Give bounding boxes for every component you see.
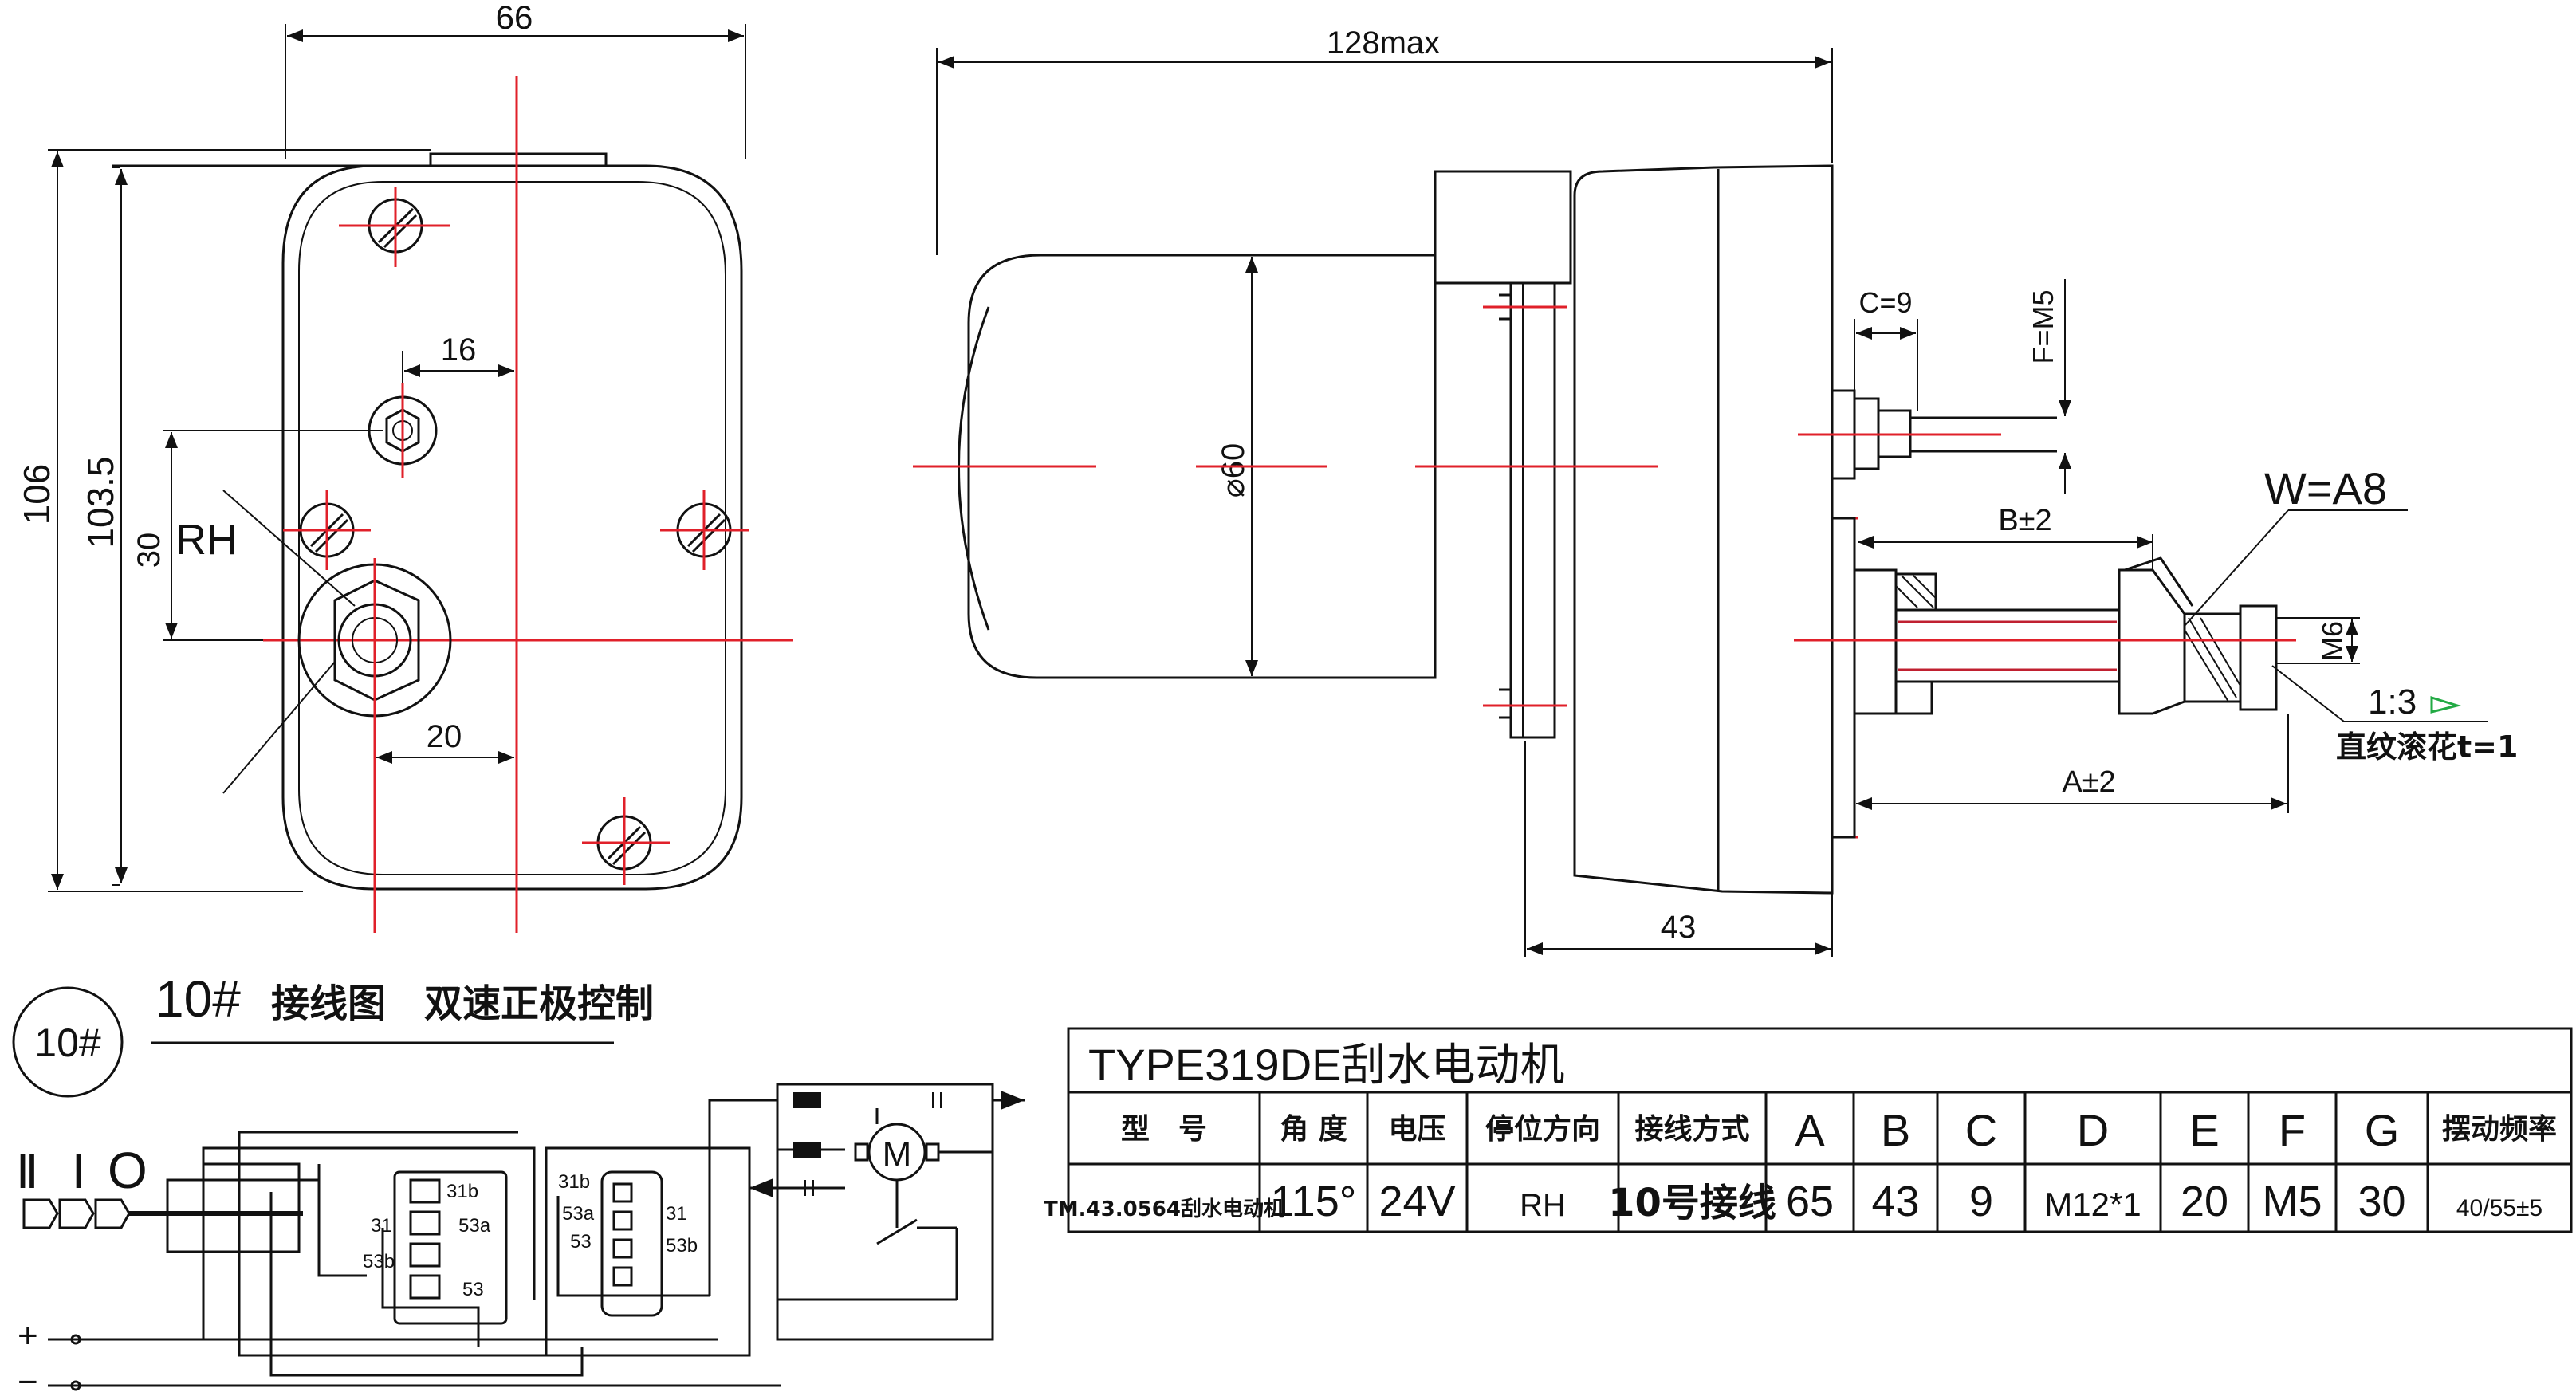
flange-plate [1509, 281, 1556, 739]
table-header-cell: 接线方式 [1634, 1113, 1749, 1146]
dim-a-label: A±2 [2062, 765, 2115, 799]
switch-pos-0: O [108, 1142, 147, 1199]
table-row-cell: 30 [2358, 1178, 2405, 1225]
rh-label: RH [175, 516, 238, 564]
table-header-cell: E [2189, 1105, 2219, 1155]
motor-m-glyph: M [883, 1135, 912, 1174]
spec-table-title: TYPE319DE刮水电动机 [1088, 1040, 1565, 1090]
table-header-cell: 电压 [1388, 1113, 1445, 1146]
motor-endcap [958, 306, 990, 631]
connector-box [1434, 170, 1572, 285]
shaft-boss [297, 558, 452, 933]
table-row-cell: 20 [2181, 1178, 2228, 1225]
conn2-pin-53: 53 [570, 1231, 592, 1253]
table-row-cell: 10号接线 [1608, 1181, 1776, 1225]
dim-ratio-label: 1:3 [2368, 682, 2417, 722]
table-row-cell: 9 [1969, 1178, 1993, 1225]
front-view: 66 106 103.5 30 16 20 RH [16, 0, 793, 933]
wiring-badge: 10# [34, 1021, 101, 1065]
table-header-cell: G [2365, 1105, 2400, 1155]
dim-128-label: 128max [1327, 26, 1440, 61]
switch-pos-2: Ⅱ [16, 1146, 39, 1198]
mounting-hole-top [339, 187, 450, 267]
table-header-cell: C [1965, 1105, 1997, 1155]
table-header-cell: A [1795, 1105, 1825, 1155]
connector-1: 31b 31 53a 53b 53 [363, 1170, 508, 1347]
motor-can [967, 254, 1437, 679]
front-top-bracket [112, 152, 608, 167]
table-row-cell: 115° [1271, 1178, 1357, 1225]
side-view: 128max ⌀60 43 [913, 26, 2518, 957]
dim-knurl-label: 直纹滚花t=1 [2336, 729, 2518, 765]
wiring-title-text: 接线图 双速正极控制 [271, 981, 654, 1026]
table-header-cell: 摆动频率 [2442, 1113, 2557, 1146]
front-housing-outer [281, 164, 743, 891]
small-hex-nut [368, 383, 438, 478]
switch-pos-1: Ⅰ [72, 1146, 85, 1198]
conn2-pin-31: 31 [666, 1203, 687, 1225]
table-header-cell: D [2077, 1105, 2109, 1155]
dim-diameter-label: ⌀60 [1216, 443, 1251, 498]
table-row-cell: M5 [2262, 1178, 2322, 1225]
supply-plus: + [18, 1316, 38, 1355]
wiring-badge-circle [12, 986, 124, 1098]
supply-minus: − [18, 1363, 38, 1400]
dim-f-label: F=M5 [2027, 289, 2059, 364]
dim-20-label: 20 [427, 719, 462, 754]
mounting-hole-right [660, 490, 749, 570]
table-header-cell: 型 号 [1121, 1113, 1207, 1146]
conn2-pin-53b: 53b [666, 1235, 698, 1256]
table-row-cell: 24V [1378, 1178, 1455, 1225]
dim-c-label: C=9 [1858, 286, 1912, 319]
conn2-pin-53a: 53a [562, 1203, 595, 1225]
conn1-pin-31b: 31b [446, 1181, 478, 1202]
table-header-cell: 角 度 [1280, 1113, 1347, 1146]
wiring-title-num: 10# [155, 970, 241, 1028]
dim-66-label: 66 [496, 0, 533, 36]
table-row-cell: TM.43.0564刮水电动机 [1044, 1197, 1284, 1221]
mounting-hole-left [283, 490, 371, 570]
dim-m6-label: M6 [2316, 621, 2349, 661]
spec-table: TYPE319DE刮水电动机 型 号 TM.43.0564刮水电动机 角 度 115°… [1044, 1027, 2573, 1233]
conn1-pin-53a: 53a [458, 1215, 491, 1237]
table-row-cell: RH [1520, 1188, 1566, 1223]
table-header-cell: F [2279, 1105, 2306, 1155]
dim-103-label: 103.5 [80, 456, 121, 548]
gearbox-housing [1573, 164, 1834, 895]
connector-2: 31b 53a 31 53 53b [545, 1099, 777, 1357]
wiring-diagram: 10# 10# 接线图 双速正极控制 Ⅱ Ⅰ O [12, 970, 1025, 1400]
front-housing-inner [298, 181, 726, 875]
conn1-pin-53: 53 [462, 1279, 484, 1300]
table-row-cell: 65 [1786, 1178, 1834, 1225]
conn1-pin-53b: 53b [363, 1251, 395, 1272]
dim-43-label: 43 [1661, 910, 1697, 945]
upper-stud [1798, 389, 2057, 839]
cone-taper-icon [2430, 695, 2462, 714]
dim-106-label: 106 [16, 464, 57, 525]
conn2-pin-31b: 31b [558, 1171, 590, 1193]
table-row-cell: M12*1 [2044, 1186, 2141, 1223]
dim-b-label: B±2 [1998, 504, 2051, 537]
table-header-cell: B [1881, 1105, 1910, 1155]
table-row-cell: 43 [1871, 1178, 1919, 1225]
dim-w-label: W=A8 [2264, 463, 2387, 513]
output-shaft [1794, 517, 2296, 839]
dim-16-label: 16 [441, 332, 477, 368]
switch-knob-icons [22, 1198, 303, 1229]
spec-table-border [1067, 1027, 2573, 1233]
conn1-pin-31: 31 [371, 1215, 392, 1237]
table-row-cell: 40/55±5 [2456, 1195, 2543, 1221]
table-header-cell: 停位方向 [1485, 1113, 1600, 1146]
dim-30-label: 30 [132, 533, 167, 568]
motor-circuit: M [749, 1083, 1025, 1341]
mounting-hole-bottom [582, 797, 670, 885]
